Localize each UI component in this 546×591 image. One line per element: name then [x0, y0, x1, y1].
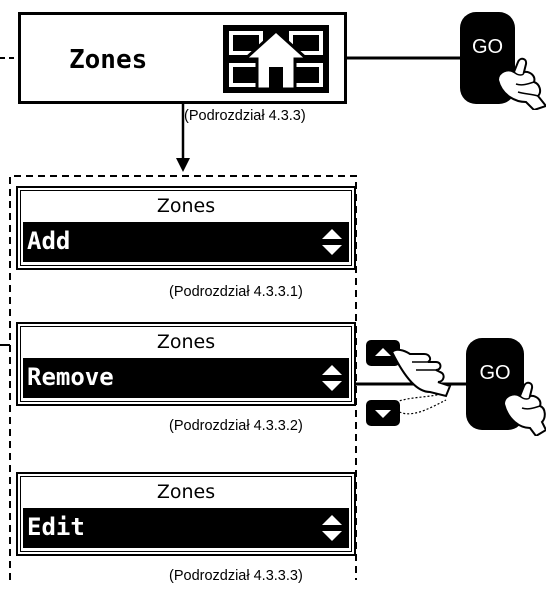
down-arrow-icon: [375, 410, 391, 418]
up-arrow-icon: [375, 348, 391, 356]
lcd-title: Zones: [156, 331, 216, 353]
menu-option-remove[interactable]: Remove: [27, 363, 114, 391]
lcd-title: Zones: [156, 481, 216, 503]
hand-icon: [390, 348, 452, 398]
down-arrow-button[interactable]: [366, 400, 400, 426]
caption-edit: (Podrozdział 4.3.3.3): [169, 568, 303, 584]
lcd-screen-add: Zones Add: [16, 186, 356, 270]
hand-icon: [502, 381, 546, 436]
go-button-label: GO: [471, 36, 504, 58]
home-icon: [223, 25, 329, 93]
lcd-title: Zones: [156, 195, 216, 217]
up-down-arrows-icon: [322, 365, 342, 391]
up-down-arrows-icon: [322, 515, 342, 541]
go-button[interactable]: GO: [460, 12, 515, 104]
lcd-screen-remove: Zones Remove: [16, 322, 356, 406]
main-screen-title: Zones: [69, 45, 148, 75]
menu-option-add[interactable]: Add: [27, 227, 71, 255]
caption-main: (Podrozdział 4.3.3): [184, 108, 306, 124]
lcd-screen-edit: Zones Edit: [16, 472, 356, 556]
main-screen: Zones: [18, 12, 347, 104]
menu-option-edit[interactable]: Edit: [27, 513, 85, 541]
selection-bar: Remove: [23, 358, 349, 398]
selection-bar: Add: [23, 222, 349, 262]
caption-remove: (Podrozdział 4.3.3.2): [169, 418, 303, 434]
hand-icon: [496, 57, 546, 110]
up-down-arrows-icon: [322, 229, 342, 255]
go-button[interactable]: GO: [466, 338, 524, 430]
caption-add: (Podrozdział 4.3.3.1): [169, 284, 303, 300]
selection-bar: Edit: [23, 508, 349, 548]
go-button-label: GO: [479, 362, 511, 384]
